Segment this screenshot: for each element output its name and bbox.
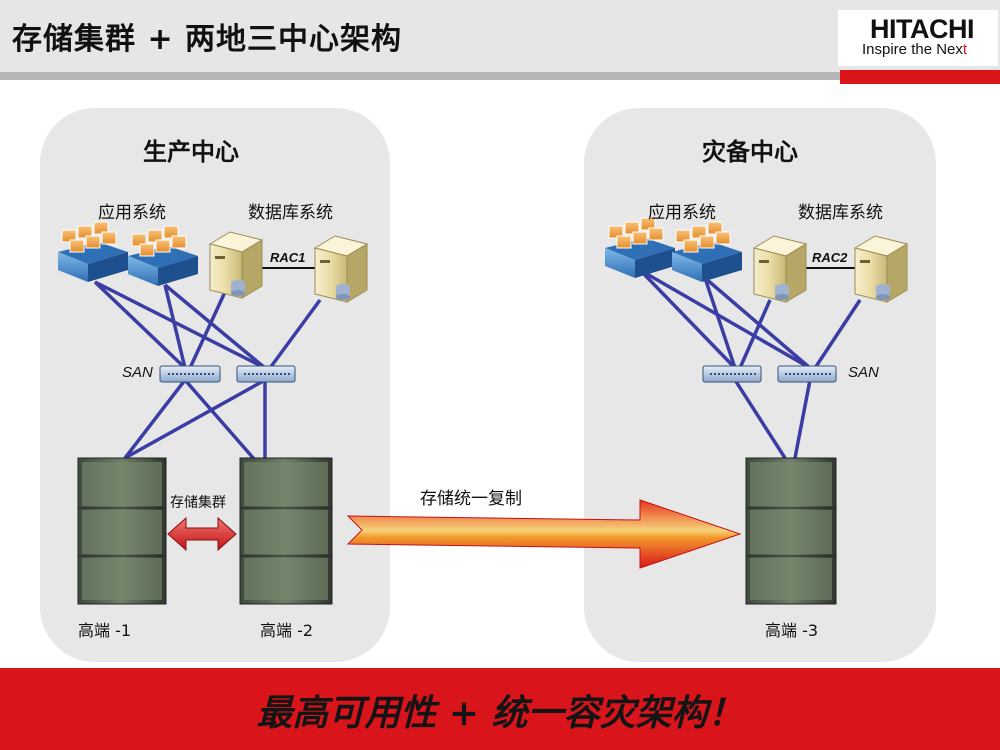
logo-wordmark: HITACHI (870, 14, 975, 44)
database-server-icon (752, 235, 808, 303)
database-server-icon (313, 235, 369, 303)
database-server-icon (853, 235, 909, 303)
dr-san-links (638, 268, 862, 459)
footer-banner (0, 668, 1000, 750)
slide-title: 存储集群 + 两地三中心架构 (12, 22, 403, 57)
production-app-label: 应用系统 (98, 203, 166, 223)
dr-db-label: 数据库系统 (798, 203, 883, 223)
storage-array-icon (745, 457, 837, 605)
storage-1-label: 高端 -1 (78, 621, 132, 640)
production-san-links (93, 280, 322, 462)
footer-slogan: 最高可用性 + 统一容灾架构！ (256, 693, 744, 734)
replication-arrow (346, 499, 742, 569)
app-server-icon (605, 217, 675, 278)
storage-cluster-label: 存储集群 (170, 495, 226, 511)
production-center-title: 生产中心 (143, 138, 239, 166)
san-switch-icon (236, 365, 296, 383)
storage-2-label: 高端 -2 (260, 621, 314, 640)
dr-san-label: SAN (848, 364, 879, 381)
rac1-label: RAC1 (270, 250, 306, 265)
logo-box (838, 10, 998, 66)
header-rule (0, 72, 840, 80)
dr-app-label: 应用系统 (648, 203, 716, 223)
storage-array-icon (239, 457, 333, 605)
logo-tagline-main: Inspire the Nex (862, 41, 963, 58)
header-bar (0, 0, 1000, 72)
storage-array-icon (77, 457, 167, 605)
dr-center-title: 灾备中心 (702, 138, 798, 166)
storage-cluster-arrow (167, 516, 237, 552)
header-red-accent (840, 70, 1000, 84)
san-switch-icon (777, 365, 837, 383)
storage-3-label: 高端 -3 (765, 621, 819, 640)
database-server-icon (208, 231, 264, 299)
production-db-label: 数据库系统 (248, 203, 333, 223)
rac2-label: RAC2 (812, 250, 848, 265)
replication-label: 存储统一复制 (420, 489, 522, 509)
app-server-icon (128, 225, 198, 286)
logo-tagline: Inspire the Next (862, 41, 967, 58)
app-server-icon (672, 221, 742, 282)
production-san-label: SAN (122, 364, 153, 381)
app-server-icon (58, 221, 128, 282)
san-switch-icon (702, 365, 762, 383)
logo-tagline-end: t (962, 41, 968, 58)
san-switch-icon (159, 365, 221, 383)
